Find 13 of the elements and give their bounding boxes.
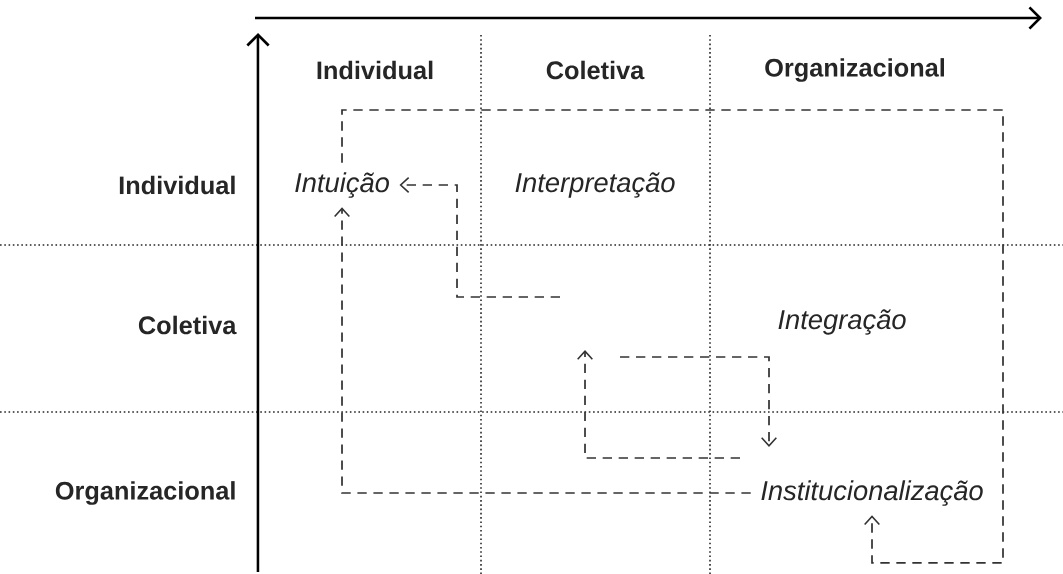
dashed-arrow	[341, 109, 1004, 564]
axis-label: Organizacional	[55, 481, 235, 505]
dashed-arrow	[333, 207, 752, 494]
axis-label: Individual	[119, 175, 235, 195]
axis-label: Organizacional	[765, 58, 944, 82]
axis-label: Coletiva	[546, 60, 645, 80]
dashed-arrow	[399, 176, 561, 298]
stage-label: Intuição	[295, 172, 389, 198]
axis-label: Coletiva	[138, 315, 237, 335]
stage-label: Institucionalização	[761, 480, 983, 506]
stage-label: Integração	[778, 309, 906, 335]
stage-label: Interpretação	[515, 172, 675, 198]
axis-label: Individual	[317, 60, 433, 80]
